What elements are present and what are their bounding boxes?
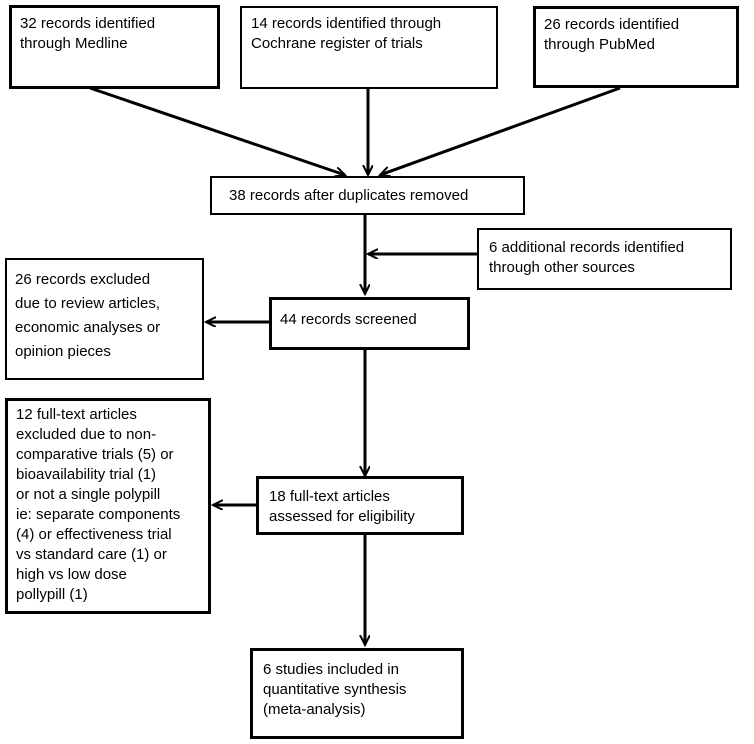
arrow-pubmed-to-duplicates — [380, 86, 621, 175]
duplicates-removed-box: 38 records after duplicates removed — [210, 176, 525, 215]
arrow-medline-to-duplicates — [89, 86, 345, 175]
included-studies-box: 6 studies included in quantitative synth… — [250, 648, 464, 739]
pubmed-records-box: 26 records identified through PubMed — [533, 6, 739, 88]
fulltext-assessed-box: 18 full-text articles assessed for eligi… — [256, 476, 464, 535]
medline-records-box: 32 records identified through Medline — [9, 5, 220, 89]
fulltext-excluded-box: 12 full-text articles excluded due to no… — [5, 398, 211, 614]
additional-records-box: 6 additional records identified through … — [477, 228, 732, 290]
cochrane-records-box: 14 records identified through Cochrane r… — [240, 6, 498, 89]
excluded-reviews-box: 26 records excluded due to review articl… — [5, 258, 204, 380]
screened-records-box: 44 records screened — [269, 297, 470, 350]
